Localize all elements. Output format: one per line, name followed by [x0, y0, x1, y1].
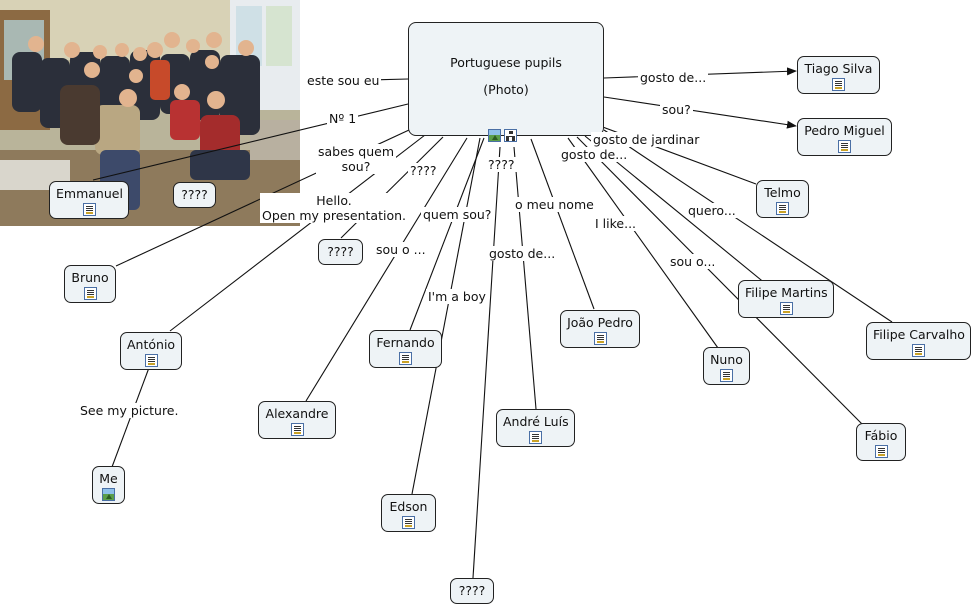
document-icon[interactable]: [399, 352, 412, 365]
document-icon[interactable]: [82, 203, 96, 216]
node-label: Fernando: [376, 335, 435, 350]
node-label: Bruno: [71, 270, 109, 285]
document-icon[interactable]: [838, 140, 851, 153]
link-line: [513, 146, 537, 410]
submap-icon[interactable]: [504, 129, 517, 142]
image-icon[interactable]: [488, 129, 501, 142]
concept-antonio[interactable]: António: [120, 332, 182, 370]
concept-unknown-2[interactable]: ????: [318, 239, 363, 265]
node-label: João Pedro: [567, 315, 633, 330]
concept-pedro-miguel[interactable]: Pedro Miguel: [797, 118, 892, 156]
concept-unknown-1[interactable]: ????: [173, 182, 216, 208]
link-label: gosto de...: [559, 147, 630, 162]
link-label: Hello. Open my presentation.: [260, 193, 409, 223]
image-icon[interactable]: [102, 488, 115, 501]
document-icon[interactable]: [402, 516, 415, 529]
concept-fabio[interactable]: Fábio: [856, 423, 906, 461]
link-label: See my picture.: [78, 403, 181, 418]
concept-subtitle: (Photo): [483, 82, 529, 97]
document-icon[interactable]: [832, 78, 845, 91]
link-line: [603, 129, 893, 323]
node-label: Tiago Silva: [804, 61, 873, 76]
link-label: I'm a boy: [426, 289, 488, 304]
link-line: [603, 96, 797, 129]
link-label: quero...: [686, 203, 738, 218]
link-label: sou?: [660, 102, 693, 117]
link-label: sou o...: [668, 254, 718, 269]
document-icon[interactable]: [874, 445, 888, 458]
link-label: ????: [486, 157, 517, 172]
document-icon[interactable]: [776, 202, 789, 215]
link-label: este sou eu: [305, 73, 382, 88]
concept-filipe-carvalho[interactable]: Filipe Carvalho: [866, 322, 971, 360]
node-label: ????: [327, 244, 354, 259]
document-icon[interactable]: [720, 369, 733, 382]
link-label: Nº 1: [327, 111, 359, 126]
link-label: gosto de...: [487, 246, 558, 261]
link-line: [305, 137, 468, 402]
document-icon[interactable]: [779, 302, 793, 315]
link-line: [409, 137, 485, 331]
document-icon[interactable]: [83, 287, 97, 300]
node-label: Pedro Miguel: [804, 123, 885, 138]
concept-joao-pedro[interactable]: João Pedro: [560, 310, 640, 348]
concept-filipe-martins[interactable]: Filipe Martins: [738, 280, 834, 318]
link-label: I like...: [593, 216, 639, 231]
node-label: Telmo: [764, 185, 801, 200]
link-line: [567, 137, 719, 349]
node-label: Me: [99, 471, 118, 486]
document-icon[interactable]: [290, 423, 304, 436]
concept-emmanuel[interactable]: Emmanuel: [49, 181, 129, 219]
concept-fernando[interactable]: Fernando: [369, 330, 442, 368]
link-label: ????: [408, 163, 439, 178]
concept-title: Portuguese pupils: [450, 55, 562, 70]
node-label: Edson: [389, 499, 428, 514]
document-icon[interactable]: [529, 431, 542, 444]
concept-me[interactable]: Me: [92, 466, 125, 504]
node-label: ????: [181, 187, 208, 202]
node-label: Nuno: [710, 352, 743, 367]
node-label: Filipe Martins: [745, 285, 828, 300]
link-line: [576, 136, 863, 425]
link-label: gosto de...: [638, 70, 709, 85]
link-line: [411, 137, 481, 495]
node-label: ????: [458, 583, 486, 598]
concept-portuguese-pupils[interactable]: Portuguese pupils (Photo): [408, 22, 604, 136]
document-icon[interactable]: [144, 354, 158, 367]
node-label: Emmanuel: [56, 186, 123, 201]
link-line: [472, 146, 501, 579]
node-label: Fábio: [864, 428, 898, 443]
link-label: gosto de jardinar: [591, 132, 702, 147]
concept-bruno[interactable]: Bruno: [64, 265, 116, 303]
link-line: [530, 138, 595, 310]
concept-edson[interactable]: Edson: [381, 494, 436, 532]
center-resource-icons: [488, 129, 517, 142]
node-label: André Luís: [503, 414, 569, 429]
link-label: sou o ...: [374, 242, 428, 257]
document-icon[interactable]: [912, 344, 925, 357]
link-label: sabes quem sou?: [316, 144, 397, 174]
link-label: quem sou?: [421, 207, 494, 222]
concept-tiago-silva[interactable]: Tiago Silva: [797, 56, 880, 94]
node-label: Alexandre: [265, 406, 329, 421]
concept-nuno[interactable]: Nuno: [703, 347, 750, 385]
node-label: Filipe Carvalho: [873, 327, 965, 342]
concept-alexandre[interactable]: Alexandre: [258, 401, 336, 439]
concept-telmo[interactable]: Telmo: [756, 180, 809, 218]
link-label: o meu nome: [513, 197, 596, 212]
document-icon[interactable]: [593, 332, 607, 345]
node-label: António: [127, 337, 176, 352]
concept-andre-luis[interactable]: André Luís: [496, 409, 575, 447]
concept-unknown-3[interactable]: ????: [450, 578, 494, 604]
